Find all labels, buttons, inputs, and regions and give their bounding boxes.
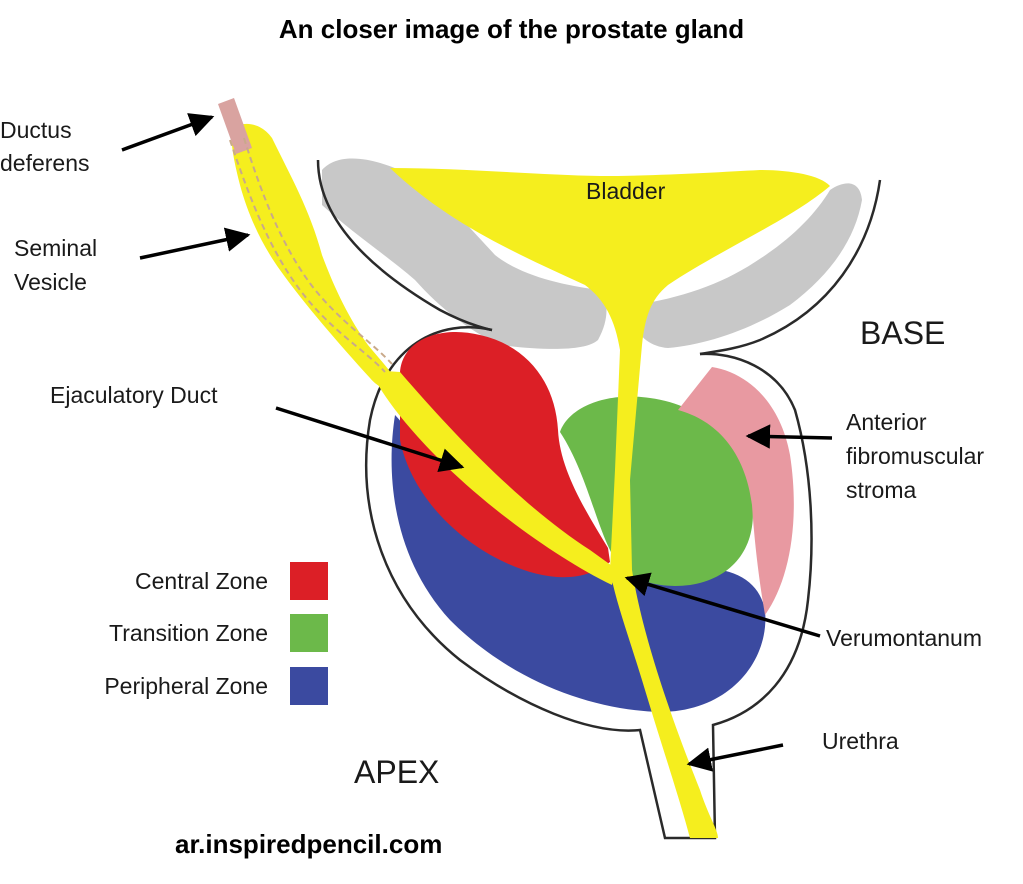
ejaculatory-duct	[370, 370, 615, 585]
arrow-afs	[745, 424, 833, 449]
seminal-vesicle	[231, 123, 398, 390]
legend-label-peripheral: Peripheral Zone	[104, 673, 268, 699]
bladder-lumen	[390, 168, 830, 838]
label-afs-1: Anterior	[846, 409, 927, 435]
label-base: BASE	[860, 315, 945, 351]
legend-swatch-central	[290, 562, 328, 600]
label-afs-3: stroma	[846, 477, 917, 503]
label-seminal-2: Vesicle	[14, 269, 87, 295]
arrow-verumontanum	[624, 572, 821, 638]
prostate-capsule	[365, 326, 813, 840]
bladder-wall-left	[322, 158, 607, 349]
legend-label-central: Central Zone	[135, 568, 268, 594]
label-ductus-2: deferens	[0, 150, 90, 176]
bladder-wall-right	[634, 183, 862, 348]
label-seminal-1: Seminal	[14, 235, 97, 261]
arrow-ejaculatory	[275, 406, 465, 473]
legend-label-transition: Transition Zone	[109, 620, 268, 646]
legend-swatch-peripheral	[290, 667, 328, 705]
arrow-ductus	[121, 113, 215, 152]
label-ductus-1: Ductus	[0, 117, 72, 143]
legend: Central Zone Transition Zone Peripheral …	[104, 562, 328, 705]
arrow-seminal	[139, 227, 251, 260]
ductus-deferens-course	[229, 139, 386, 373]
page-title: An closer image of the prostate gland	[278, 14, 745, 44]
label-bladder: Bladder	[586, 178, 666, 204]
label-urethra: Urethra	[822, 728, 899, 754]
source-credit: ar.inspiredpencil.com	[175, 829, 443, 859]
central-zone	[400, 331, 610, 578]
label-ejaculatory-duct: Ejaculatory Duct	[50, 382, 218, 408]
label-apex: APEX	[354, 754, 439, 790]
label-afs-2: fibromuscular	[846, 443, 984, 469]
label-verumontanum: Verumontanum	[826, 625, 982, 651]
ductus-deferens-course-2	[243, 137, 393, 365]
ductus-deferens	[218, 98, 252, 154]
transition-zone	[560, 396, 753, 586]
arrow-urethra	[686, 743, 784, 772]
legend-swatch-transition	[290, 614, 328, 652]
